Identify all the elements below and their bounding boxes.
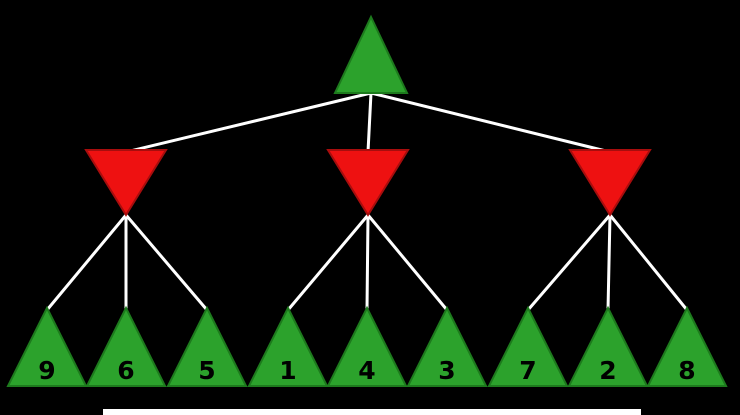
leaf-triangle-4 [247, 305, 329, 387]
leaf-value-9: 8 [678, 356, 695, 385]
leaf-value-8: 2 [599, 356, 616, 385]
leaf-triangle-6 [406, 305, 488, 387]
leaf-triangle-5 [326, 305, 408, 387]
edge-minmid-leaf5 [365, 213, 370, 312]
edge-minleft-leaf1 [45, 213, 128, 312]
edge-root-min-right [369, 91, 612, 154]
leaf-node-1: 9 [6, 305, 88, 387]
min-node-right-triangle [568, 149, 652, 217]
edge-root-min-left [124, 91, 373, 154]
edge-minright-leaf9 [608, 213, 689, 312]
edge-root-min-mid [366, 91, 373, 154]
leaf-node-2: 6 [85, 305, 167, 387]
leaf-triangle-9 [646, 305, 728, 387]
leaf-value-2: 6 [117, 356, 134, 385]
leaf-value-5: 4 [358, 356, 375, 385]
edge-minmid-leaf6 [366, 213, 449, 312]
leaf-value-7: 7 [519, 356, 536, 385]
leaf-node-3: 5 [166, 305, 248, 387]
min-node-middle-triangle [326, 149, 410, 217]
edge-minmid-leaf4 [286, 213, 370, 312]
edge-minleft-leaf3 [124, 213, 209, 312]
leaf-triangle-2 [85, 305, 167, 387]
leaf-triangle-8 [567, 305, 649, 387]
leaf-triangle-7 [487, 305, 569, 387]
leaf-node-6: 3 [406, 305, 488, 387]
leaf-node-5: 4 [326, 305, 408, 387]
leaf-value-4: 1 [279, 356, 296, 385]
edges [45, 91, 689, 312]
leaf-value-3: 5 [198, 356, 215, 385]
leaf-value-6: 3 [438, 356, 455, 385]
leaf-node-8: 2 [567, 305, 649, 387]
leaf-triangle-3 [166, 305, 248, 387]
leaf-value-1: 9 [38, 356, 55, 385]
bottom-rule [103, 409, 641, 415]
leaf-node-7: 7 [487, 305, 569, 387]
leaf-triangle-1 [6, 305, 88, 387]
edge-minright-leaf8 [606, 213, 612, 312]
min-node-left-triangle [84, 149, 168, 217]
root-max-node-triangle [333, 14, 409, 94]
edge-minright-leaf7 [526, 213, 612, 312]
leaf-node-4: 1 [247, 305, 329, 387]
leaf-node-9: 8 [646, 305, 728, 387]
